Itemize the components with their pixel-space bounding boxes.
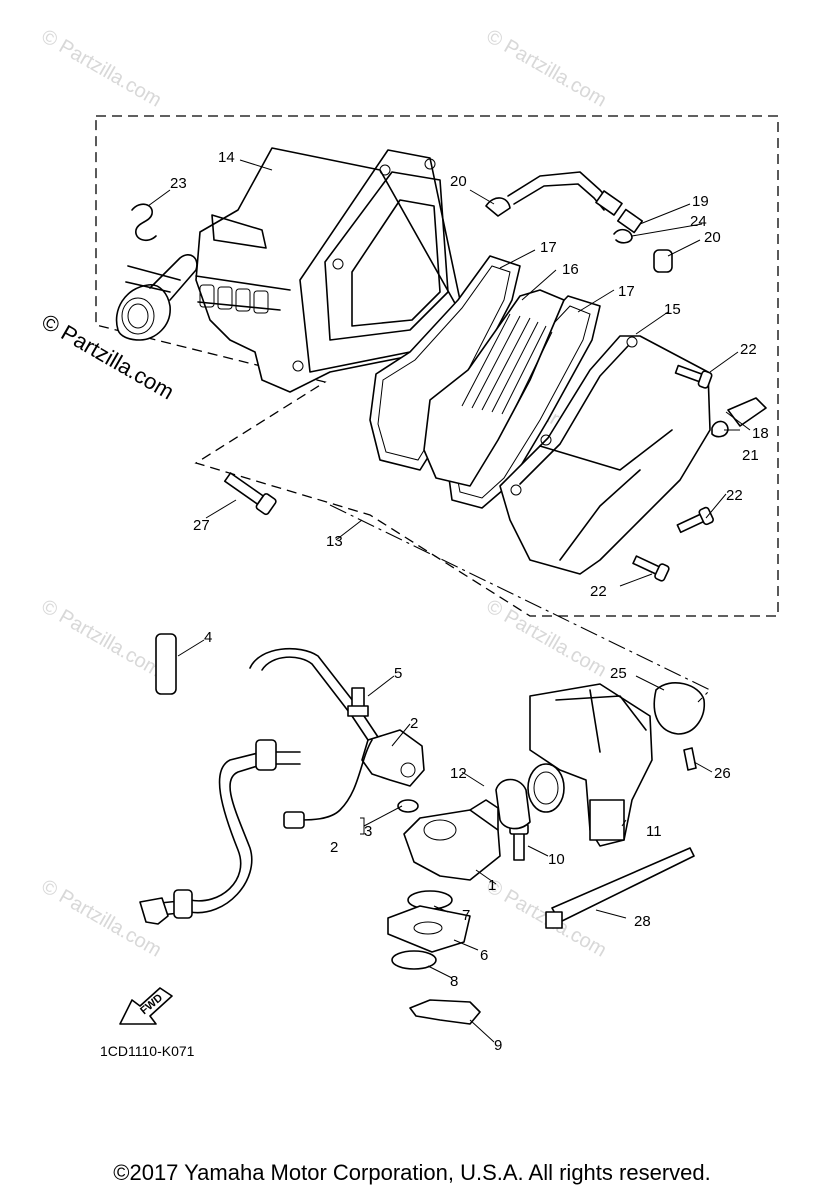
callout-20: 20 — [704, 229, 721, 246]
part-6-insulator — [387, 905, 471, 953]
part-12-clamp — [495, 778, 531, 830]
copyright-notice: ©2017 Yamaha Motor Corporation, U.S.A. A… — [113, 1160, 711, 1185]
callout-25: 25 — [610, 665, 627, 682]
intake-snorkel — [115, 254, 198, 341]
hose-assembly — [139, 647, 381, 925]
callout-11: 11 — [646, 823, 662, 840]
part-11-throttle-body — [527, 683, 653, 847]
callout-16: 16 — [562, 261, 579, 278]
part-16-air-filter-element — [423, 289, 565, 487]
part-10-bolt — [509, 823, 529, 861]
part-15-air-cleaner-cover — [499, 335, 711, 575]
part-3-o-ring — [397, 799, 419, 813]
callout-18: 18 — [752, 425, 769, 442]
callout-26: 26 — [714, 765, 731, 782]
callout-2: 2 — [410, 715, 418, 732]
callout-28: 28 — [634, 913, 651, 930]
part-17-gasket-left — [369, 255, 521, 471]
callout-13: 13 — [326, 533, 343, 550]
watermark: © Partzilla.com — [38, 25, 166, 111]
diagram-code: 1CD1110-K071 — [100, 1043, 195, 1059]
part-2-fuel-injector — [283, 729, 425, 829]
part-18-drain-plug — [727, 397, 767, 427]
callout-20: 20 — [450, 173, 467, 190]
callout-8: 8 — [450, 973, 458, 990]
part-25-clamp — [653, 682, 705, 735]
part-22-screw — [676, 506, 714, 534]
callout-24: 24 — [690, 213, 707, 230]
callout-21: 21 — [742, 447, 759, 464]
callout-22: 22 — [726, 487, 743, 504]
part-8-o-ring — [391, 950, 437, 970]
callout-23: 23 — [170, 175, 187, 192]
assembly-centerline — [329, 504, 711, 703]
callout-15: 15 — [664, 301, 681, 318]
part-22-screw — [674, 364, 713, 389]
part-27-bolt — [223, 472, 277, 516]
part-28-cable-tie — [545, 847, 695, 929]
part-1-throttle-body-joint — [403, 799, 501, 881]
callout-17: 17 — [618, 283, 635, 300]
watermark: © Partzilla.com — [483, 595, 611, 681]
part-20-cap-right — [653, 249, 673, 273]
callout-19: 19 — [692, 193, 709, 210]
callout-4: 4 — [204, 629, 212, 646]
callout-2: 2 — [330, 839, 338, 856]
part-22-screw — [632, 555, 670, 582]
part-23-clip — [131, 203, 157, 242]
callout-1: 1 — [488, 877, 496, 894]
part-26-cap — [683, 747, 697, 771]
breather-hose — [507, 171, 644, 234]
callout-7: 7 — [462, 907, 470, 924]
part-14-air-cleaner-case — [195, 147, 471, 393]
callout-22: 22 — [590, 583, 607, 600]
callout-6: 6 — [480, 947, 488, 964]
watermark: © Partzilla.com — [483, 25, 611, 111]
part-5-sensor — [347, 687, 369, 717]
part-7-o-ring — [407, 890, 453, 910]
callout-12: 12 — [450, 765, 467, 782]
callout-3: 3 — [364, 823, 372, 840]
part-4-hose — [155, 633, 177, 695]
fwd-arrow-icon: FWD — [119, 987, 173, 1025]
air-cleaner-assembly-boundary — [95, 115, 779, 617]
callout-14: 14 — [218, 149, 235, 166]
callout-17: 17 — [540, 239, 557, 256]
callout-10: 10 — [548, 851, 565, 868]
part-20-clamp-upper — [485, 197, 511, 217]
part-9-plate — [409, 999, 481, 1025]
callout-5: 5 — [394, 665, 402, 682]
part-24-clip — [613, 228, 633, 244]
callouts: 14 23 20 19 24 20 17 16 17 15 22 18 21 2… — [170, 149, 769, 1054]
part-21-clamp — [711, 420, 729, 438]
leader-lines — [147, 159, 751, 1043]
callout-9: 9 — [494, 1037, 502, 1054]
watermark: © Partzilla.com — [38, 595, 166, 681]
callout-27: 27 — [193, 517, 210, 534]
callout-22: 22 — [740, 341, 757, 358]
